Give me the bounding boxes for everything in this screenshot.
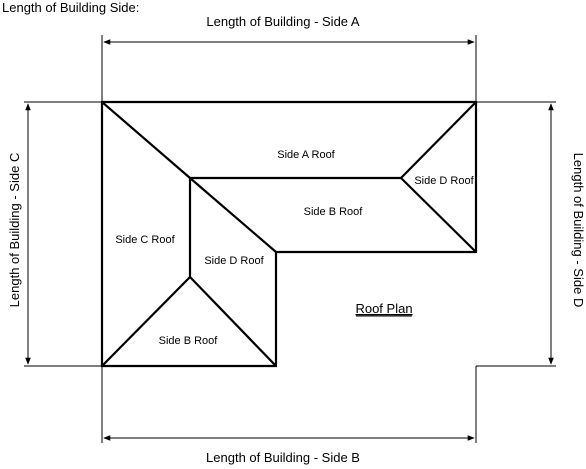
side-d-roof-label-right: Side D Roof (414, 175, 474, 187)
side-d-roof-label-left: Side D Roof (204, 255, 264, 267)
side-b-roof-label-upper: Side B Roof (304, 206, 364, 218)
dimension-side-b: Length of Building - Side B (101, 366, 477, 465)
side-d-dimension-label: Length of Building - Side D (571, 153, 586, 308)
hip-line-bottom-right-wing (189, 276, 277, 367)
hip-line-bottom-left (101, 276, 191, 367)
diagram-heading: Length of Building Side: (2, 0, 139, 15)
side-a-roof-label: Side A Roof (277, 149, 335, 161)
dimension-side-a: Length of Building - Side A (101, 14, 477, 102)
dimension-side-d: Length of Building - Side D (476, 101, 586, 367)
side-a-dimension-label: Length of Building - Side A (206, 14, 360, 29)
side-c-dimension-label: Length of Building - Side C (7, 153, 22, 308)
side-b-dimension-label: Length of Building - Side B (206, 450, 360, 465)
dimension-side-c: Length of Building - Side C (7, 101, 102, 367)
hip-line-bottom-right (400, 177, 477, 253)
hip-line-top-right (400, 101, 477, 179)
side-b-roof-label-lower: Side B Roof (159, 335, 219, 347)
roof-ridge-lines (101, 101, 477, 367)
roof-plan-title: Roof Plan (355, 301, 412, 316)
valley-line-inner (189, 177, 277, 253)
side-c-roof-label: Side C Roof (115, 234, 175, 246)
hip-line-top-left (101, 101, 191, 179)
